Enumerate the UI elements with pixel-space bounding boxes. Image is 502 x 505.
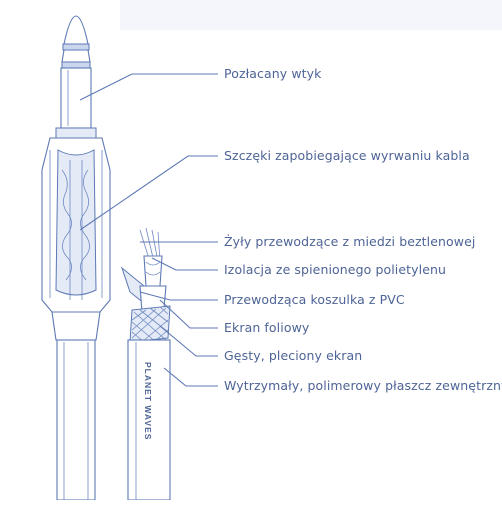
- leader-line-7: [159, 325, 218, 357]
- label-braided-shield: Gęsty, pleciony ekran: [224, 348, 363, 363]
- cable-print: PLANET WAVES: [143, 362, 153, 440]
- outer-jacket: [127, 339, 171, 501]
- background-shade: [120, 0, 502, 30]
- leader-line-4: [151, 257, 218, 271]
- label-strain-relief-jaws: Szczęki zapobiegające wyrwaniu kabla: [224, 148, 470, 163]
- strain-relief-jaws: [55, 149, 97, 296]
- plug-sleeve: [60, 67, 92, 129]
- leader-line-5: [139, 291, 218, 301]
- leader-line-1: [79, 73, 218, 101]
- copper-conductors: [139, 227, 161, 263]
- label-foil-shield: Ekran foliowy: [224, 320, 310, 335]
- plug-ring-insulator: [62, 43, 90, 51]
- jack-plug-drawing: [41, 15, 111, 501]
- foam-insulation: [143, 255, 163, 287]
- cable-cross-section-drawing: PLANET WAVES: [120, 227, 171, 501]
- body-contour: [49, 150, 103, 298]
- plug-collar: [55, 127, 97, 139]
- label-gold-plug: Pozłacany wtyk: [224, 66, 322, 81]
- leader-line-8: [163, 367, 218, 387]
- leader-lines: [79, 73, 218, 387]
- braided-shield: [129, 305, 171, 343]
- leader-line-6: [159, 299, 218, 329]
- plug-sleeve-insulator: [61, 61, 91, 69]
- label-copper-conductors: Żyły przewodzące z miedzi beztlenowej: [224, 234, 476, 249]
- plug-tail: [51, 311, 101, 341]
- jaw-detail-right: [80, 169, 90, 281]
- label-outer-jacket: Wytrzymały, polimerowy płaszcz zewnętrzn…: [224, 378, 502, 393]
- leader-line-2: [79, 155, 218, 231]
- plug-tip: [63, 15, 89, 45]
- label-pvc-sleeve: Przewodząca koszulka z PVC: [224, 292, 405, 307]
- insulation-twist: [145, 261, 161, 276]
- plug-cable: [56, 339, 96, 501]
- jaw-detail-left: [61, 169, 72, 281]
- inner-cable: [69, 160, 83, 300]
- label-foam-insulation: Izolacja ze spienionego polietylenu: [224, 262, 447, 277]
- plug-ring: [61, 49, 91, 63]
